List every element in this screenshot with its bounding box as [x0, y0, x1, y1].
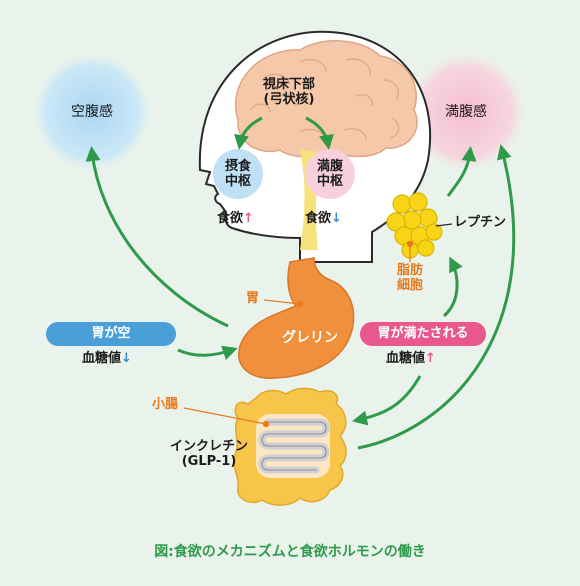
satiety-circle: [404, 50, 528, 174]
fat-cells-label: 脂肪 細胞: [396, 263, 423, 293]
up-arrow-icon: ↑: [425, 351, 436, 366]
arrow-fat-to-leptin-satiety: [446, 146, 477, 197]
arrow-empty-to-stomach: [177, 345, 238, 360]
satiety-label: 満腹感: [445, 104, 487, 120]
leptin-label: レプチン: [454, 215, 507, 230]
arrow-hypothalamus-to-satiety: [305, 116, 334, 150]
arrows: [85, 116, 516, 450]
blood-sugar-text: 血糖値: [82, 351, 122, 366]
feeding-center-circle: [213, 149, 263, 199]
blood-sugar-up-label: 血糖値↑: [386, 351, 436, 367]
up-arrow-icon: ↑: [243, 211, 254, 226]
arrow-full-to-fat: [442, 256, 463, 318]
blood-sugar-down-label: 血糖値↓: [82, 351, 132, 367]
brain: [235, 40, 418, 158]
ghrelin-label: グレリン: [282, 330, 338, 346]
feeding-center-label: 摂食 中枢: [224, 159, 251, 189]
arrow-hypothalamus-to-feeding: [234, 116, 263, 150]
satiety-center-circle: [305, 149, 355, 199]
hunger-circle: [30, 50, 154, 174]
stomach-full-badge: 胃が満たされる: [360, 322, 486, 346]
stomach-empty-badge: 胃が空: [46, 322, 176, 346]
down-arrow-icon: ↓: [331, 211, 342, 226]
stomach-label: 胃: [246, 291, 260, 306]
appetite-down-label: 食欲↓: [305, 211, 342, 227]
brain-folds: [249, 58, 400, 141]
appetite-text: 食欲: [305, 211, 332, 226]
down-arrow-icon: ↓: [121, 351, 132, 366]
appetite-text: 食欲: [217, 211, 244, 226]
figure-caption: 図:食欲のメカニズムと食欲ホルモンの働き: [154, 544, 426, 560]
arrow-ghrelin-to-hunger: [85, 146, 229, 328]
leader-lines: [183, 240, 414, 428]
blood-sugar-text: 血糖値: [386, 351, 426, 366]
arrow-bloodsugar-to-intestine: [352, 375, 422, 426]
incretin-label: インクレチン (GLP-1): [169, 439, 248, 469]
arrow-incretin-to-satiety: [357, 144, 516, 450]
appetite-up-label: 食欲↑: [217, 211, 254, 227]
satiety-center-label: 満腹 中枢: [316, 159, 343, 189]
stomach-organ: [238, 257, 355, 379]
hunger-label: 空腹感: [71, 104, 113, 120]
small-intestine-label: 小腸: [152, 397, 179, 412]
hypothalamus-label: 視床下部 (弓状核): [262, 77, 315, 107]
leptin-leader: [435, 223, 453, 227]
fat-cell-cluster: [386, 192, 443, 259]
